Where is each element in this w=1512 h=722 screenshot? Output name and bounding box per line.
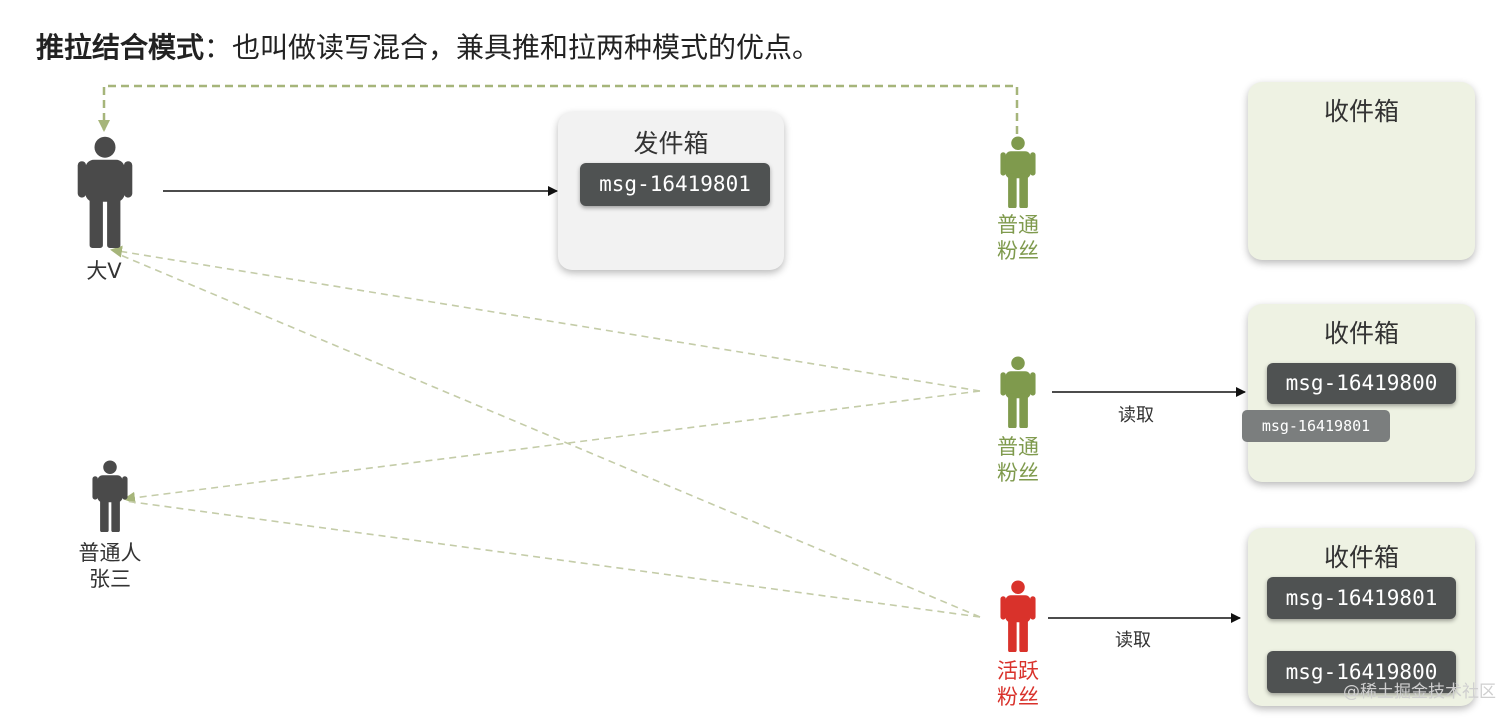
active-to-zhangsan-line	[124, 500, 981, 618]
title-rest: ：也叫做读写混合，兼具推和拉两种模式的优点。	[204, 31, 821, 64]
inbox-bottom-msg-2: msg-16419800	[1267, 651, 1456, 693]
fan-mid-to-zhangsan-line	[123, 390, 981, 504]
zhangsan-person-icon	[92, 460, 128, 532]
fan-top-person-icon	[1000, 136, 1036, 208]
inbox-mid-msg: msg-16419800	[1267, 363, 1456, 404]
fan-active-person-icon	[1000, 580, 1036, 652]
read-label-mid: 读取	[1118, 405, 1154, 426]
outbox-msg: msg-16419801	[580, 163, 770, 206]
inbox-bottom-msg-1: msg-16419801	[1267, 577, 1456, 619]
title-bold: 推拉结合模式	[36, 31, 205, 64]
zhangsan-label: 普通人 张三	[78, 541, 142, 591]
fan-mid-to-bigv-line	[110, 245, 981, 392]
active-to-bigv-line	[117, 253, 981, 618]
inbox-bottom-title: 收件箱	[1323, 543, 1399, 572]
big-v-label: 大V	[86, 259, 122, 283]
inbox-mid-title: 收件箱	[1323, 319, 1399, 348]
outbox: 发件箱 msg-16419801	[558, 112, 784, 270]
fan-mid-person-icon	[1000, 356, 1036, 428]
fan-active-label: 活跃 粉丝	[997, 659, 1039, 709]
fan-mid-label: 普通 粉丝	[997, 435, 1039, 485]
watermark: @稀土掘金技术社区	[1343, 682, 1496, 702]
inbox-bottom: 收件箱 msg-16419801 msg-16419800	[1248, 528, 1475, 706]
page-title: 推拉结合模式：也叫做读写混合，兼具推和拉两种模式的优点。	[36, 26, 820, 66]
inbox-top-title: 收件箱	[1323, 97, 1399, 126]
inbox-top: 收件箱	[1248, 82, 1475, 260]
read-label-bottom: 读取	[1115, 630, 1151, 651]
big-v-person-icon	[77, 136, 133, 248]
inbox-mid: 收件箱 msg-16419800	[1248, 304, 1475, 482]
outbox-title: 发件箱	[633, 129, 709, 158]
pull-loop-line	[98, 84, 1019, 134]
floating-msg: msg-16419801	[1242, 410, 1390, 442]
fan-top-label: 普通 粉丝	[997, 213, 1039, 263]
